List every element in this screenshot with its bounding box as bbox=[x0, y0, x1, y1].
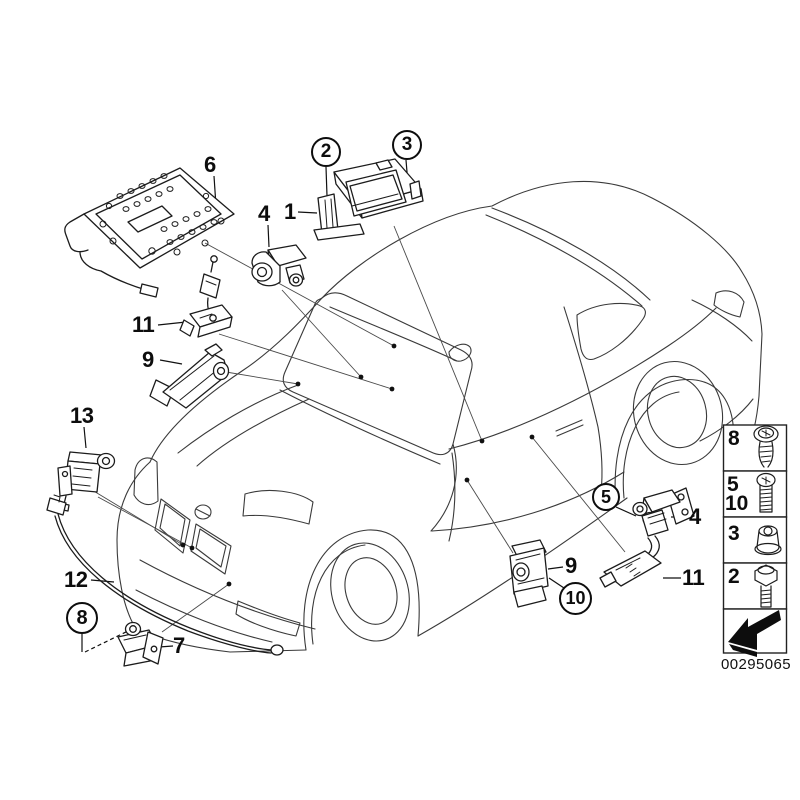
callout-6: 6 bbox=[204, 152, 216, 177]
fastener-panel bbox=[722, 424, 788, 657]
direction-arrow-icon bbox=[728, 610, 781, 657]
diagram-code: 00295065 bbox=[721, 656, 791, 673]
part-13-graphic bbox=[57, 451, 116, 512]
hex-nut-icon bbox=[754, 525, 782, 556]
callout-4-top: 4 bbox=[258, 201, 270, 226]
fastener-cell-3-label: 3 bbox=[728, 522, 740, 545]
callout-7: 7 bbox=[173, 633, 185, 658]
fastener-cell-2-label: 2 bbox=[728, 565, 740, 588]
callout-2-circled: 2 bbox=[311, 137, 341, 167]
kidney-grille-right bbox=[190, 523, 232, 575]
headlight-left bbox=[133, 457, 159, 506]
leader-dots bbox=[180, 343, 535, 587]
callout-9-right: 9 bbox=[565, 553, 577, 578]
part-6-graphic bbox=[64, 167, 235, 298]
part-9-right-graphic bbox=[509, 539, 549, 608]
part-12-graphic bbox=[46, 494, 284, 656]
fastener-cell-8-label: 8 bbox=[728, 427, 740, 450]
callout-8-circled: 8 bbox=[66, 602, 98, 634]
callout-4-right: 4 bbox=[689, 504, 701, 529]
callout-10-circled: 10 bbox=[559, 582, 592, 615]
callout-12: 12 bbox=[64, 567, 88, 592]
bmw-roundel bbox=[194, 504, 212, 520]
fastener-cell-10-label: 10 bbox=[725, 492, 749, 515]
tapping-screw-icon bbox=[753, 425, 779, 468]
callout-5-circled: 5 bbox=[592, 483, 620, 511]
headlight-right bbox=[242, 489, 314, 525]
car-outline bbox=[116, 180, 763, 653]
kidney-grille-left bbox=[154, 498, 191, 554]
callout-1: 1 bbox=[284, 199, 296, 224]
part-7-graphic bbox=[117, 621, 164, 667]
fastener-cell-5-label: 5 bbox=[727, 473, 739, 496]
part-11-left-graphic bbox=[179, 255, 233, 338]
hex-bolt-icon bbox=[754, 564, 778, 608]
callout-3-circled: 3 bbox=[392, 130, 422, 160]
callout-9-left: 9 bbox=[142, 347, 154, 372]
callout-11-right: 11 bbox=[682, 565, 705, 590]
machine-screw-icon bbox=[756, 472, 776, 513]
part-1-graphic bbox=[313, 158, 424, 241]
part-11-right-graphic bbox=[599, 509, 669, 588]
part-4-top-graphic bbox=[251, 244, 307, 287]
callout-13: 13 bbox=[70, 403, 94, 428]
part-9-left-graphic bbox=[149, 343, 230, 409]
callout-11-left: 11 bbox=[132, 312, 155, 337]
